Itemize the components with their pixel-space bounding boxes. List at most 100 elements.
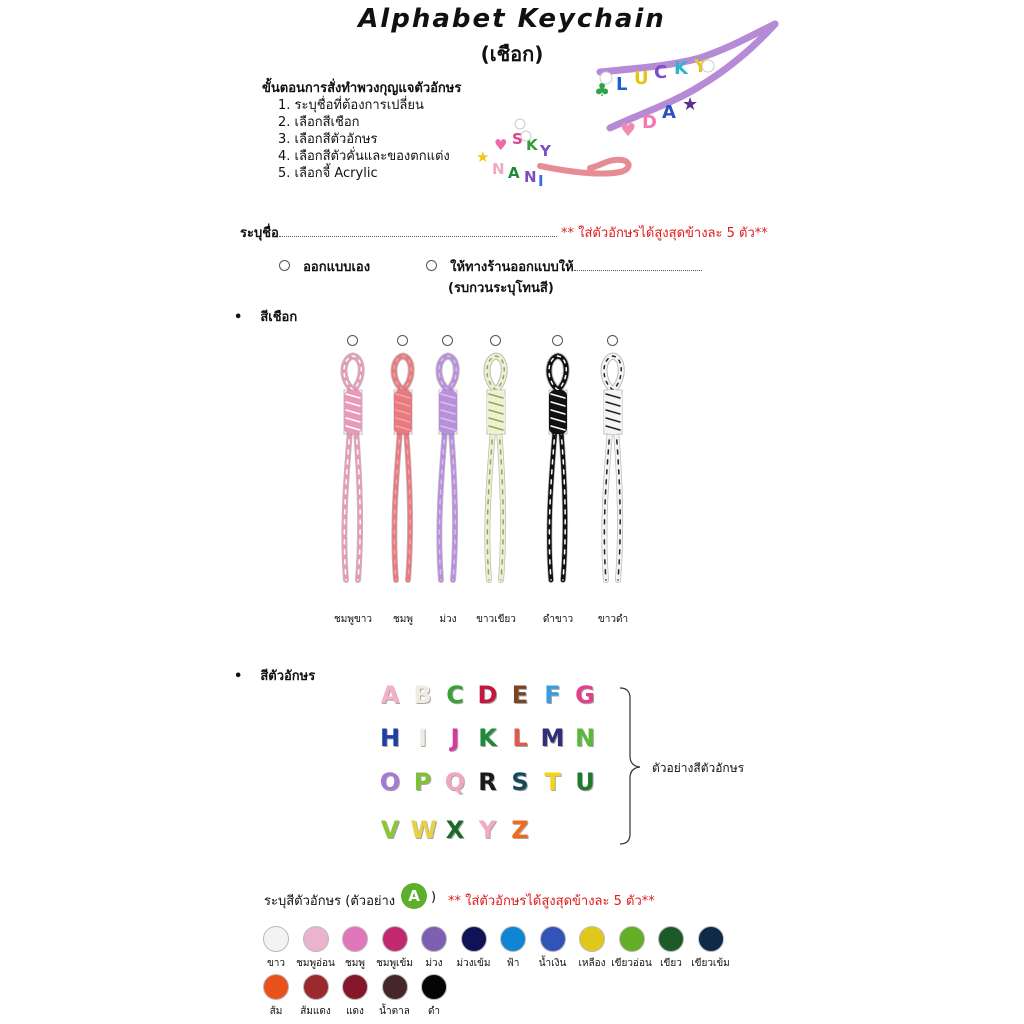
letter-tile: C [446, 681, 464, 709]
color-swatch-label: น้ำเงิน [538, 958, 567, 969]
design-option-shop-note: (รบกวนระบุโทนสี) [448, 281, 554, 296]
color-swatch-label: ส้มแดง [300, 1006, 331, 1017]
letter-tile: W [410, 816, 437, 844]
rope-radio[interactable] [442, 335, 453, 346]
letters-section-heading: •สีตัวอักษร [234, 669, 316, 684]
name-field-line[interactable] [278, 226, 557, 237]
letter-tile: A [380, 681, 400, 709]
letter-tile: F [544, 681, 561, 709]
color-swatch-label: ชมพูอ่อน [296, 958, 335, 969]
rope-radio[interactable] [397, 335, 408, 346]
svg-text:A: A [508, 164, 520, 182]
color-swatch[interactable] [302, 926, 329, 952]
order-step-item: 4. เลือกสีตัวคั่นและของตกแต่ง [278, 149, 450, 164]
letter-tile: Z [511, 816, 529, 844]
letter-tile: P [413, 768, 432, 796]
color-swatch[interactable] [302, 974, 329, 1000]
color-swatch-label: น้ำตาล [379, 1006, 410, 1017]
rope-label: ขาวเขียว [476, 614, 516, 625]
letter-tile: S [511, 768, 529, 796]
letter-tile: K [478, 724, 497, 752]
svg-text:U: U [634, 68, 649, 89]
color-swatch[interactable] [263, 974, 289, 1000]
order-step-item: 5. เลือกจี้ Acrylic [278, 166, 378, 181]
name-field-label: ระบุชื่อ [240, 226, 279, 241]
color-swatch-label: ขาว [266, 958, 286, 969]
svg-text:I: I [538, 172, 544, 190]
rope-image [600, 352, 625, 583]
letter-tile: R [478, 768, 497, 796]
color-swatch[interactable] [460, 926, 487, 952]
color-swatch-label: ชมพู [345, 958, 365, 969]
letter-color-note: ** ใส่ตัวอักษรได้สูงสุดข้างละ 5 ตัว** [448, 894, 655, 909]
color-swatch[interactable] [263, 926, 289, 952]
color-swatch-label: เหลือง [578, 958, 606, 969]
svg-text:Y: Y [539, 142, 552, 160]
letter-tile: X [445, 816, 465, 844]
rope-radio[interactable] [490, 335, 501, 346]
letter-tile: O [379, 768, 401, 796]
letter-color-label-end: ) [431, 890, 437, 905]
rope-label: ขาวดำ [597, 614, 629, 625]
name-field-note: ** ใส่ตัวอักษรได้สูงสุดข้างละ 5 ตัว** [561, 226, 768, 241]
color-swatch[interactable] [500, 926, 526, 952]
svg-text:S: S [512, 130, 523, 148]
svg-text:N: N [492, 160, 505, 178]
svg-text:★: ★ [476, 148, 489, 166]
rope-radio[interactable] [347, 335, 358, 346]
rope-radio[interactable] [607, 335, 618, 346]
color-swatch[interactable] [618, 926, 645, 952]
letter-tile: L [512, 724, 528, 752]
rope-image [545, 352, 570, 583]
rope-image [483, 352, 508, 583]
color-swatch[interactable] [421, 926, 447, 952]
rope-section-heading: •สีเชือก [234, 310, 298, 325]
color-swatch[interactable] [658, 926, 684, 952]
color-swatch-label: ฟ้า [506, 958, 520, 969]
letter-tile: J [450, 724, 460, 752]
order-steps: ขั้นตอนการสั่งทำพวงกุญแจตัวอักษร 1. ระบุ… [262, 80, 461, 182]
color-swatch-label: เขียวเข้ม [691, 958, 730, 969]
rope-image [390, 352, 415, 583]
design-option-shop[interactable]: ให้ทางร้านออกแบบให้ (รบกวนระบุโทนสี) [426, 256, 702, 298]
radio-shop[interactable] [426, 260, 437, 271]
design-option-shop-label: ให้ทางร้านออกแบบให้ [450, 260, 574, 275]
rope-radio[interactable] [552, 335, 563, 346]
color-swatch-label: ม่วง [425, 958, 443, 969]
color-swatch[interactable] [697, 926, 724, 952]
design-option-self[interactable]: ออกแบบเอง [279, 256, 370, 277]
shop-tone-line[interactable] [573, 270, 702, 271]
order-steps-heading: ขั้นตอนการสั่งทำพวงกุญแจตัวอักษร [262, 81, 462, 96]
color-swatch-label: ม่วงเข้ม [456, 958, 491, 969]
letter-tile: U [575, 768, 595, 796]
letter-tile: Y [478, 816, 497, 844]
rope-image [340, 352, 365, 583]
color-swatch[interactable] [421, 974, 447, 1000]
order-step-item: 2. เลือกสีเชือก [278, 115, 360, 130]
svg-text:♥: ♥ [620, 120, 636, 141]
color-swatch[interactable] [381, 974, 408, 1000]
rope-image [435, 352, 460, 583]
svg-text:N: N [524, 168, 537, 186]
keychain-photo-top: ♣ L U C K Y ♥ D A ★ [594, 20, 779, 141]
radio-self[interactable] [279, 260, 290, 271]
letter-color-label: ระบุสีตัวอักษร (ตัวอย่าง [264, 894, 396, 909]
letter-bracket-label: ตัวอย่างสีตัวอักษร [652, 761, 745, 775]
color-swatch-label: ดำ [427, 1006, 441, 1017]
page-subtitle: (เชือก) [480, 42, 544, 66]
color-swatch[interactable] [381, 926, 408, 952]
color-swatch-label: ชมพูเข้ม [376, 958, 413, 969]
order-step-item: 3. เลือกสีตัวอักษร [278, 132, 378, 147]
letter-tile: G [575, 681, 595, 709]
svg-text:D: D [642, 112, 657, 133]
color-swatch[interactable] [539, 926, 566, 952]
color-swatch[interactable] [579, 926, 605, 952]
color-swatch[interactable] [342, 974, 368, 1000]
color-swatch-label: ส้ม [269, 1006, 283, 1017]
color-swatch[interactable] [342, 926, 368, 952]
keychain-photo-bottom: ★ ♥ S K Y N A N I [476, 118, 632, 190]
color-swatch-label: แดง [346, 1006, 364, 1017]
design-option-self-label: ออกแบบเอง [303, 260, 371, 275]
letter-tile: T [544, 768, 561, 796]
example-letter-badge: A [401, 883, 427, 909]
